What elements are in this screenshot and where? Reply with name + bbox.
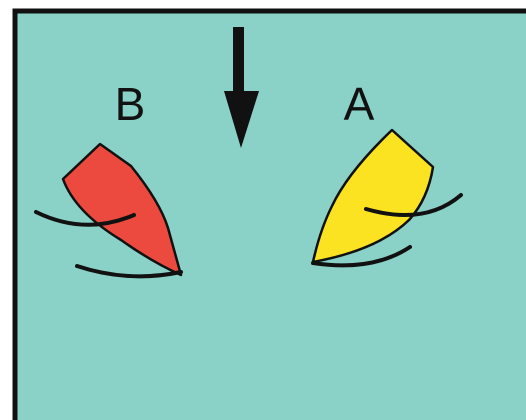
- boat-label-a: A: [344, 78, 375, 130]
- boat-label-b: B: [115, 78, 146, 130]
